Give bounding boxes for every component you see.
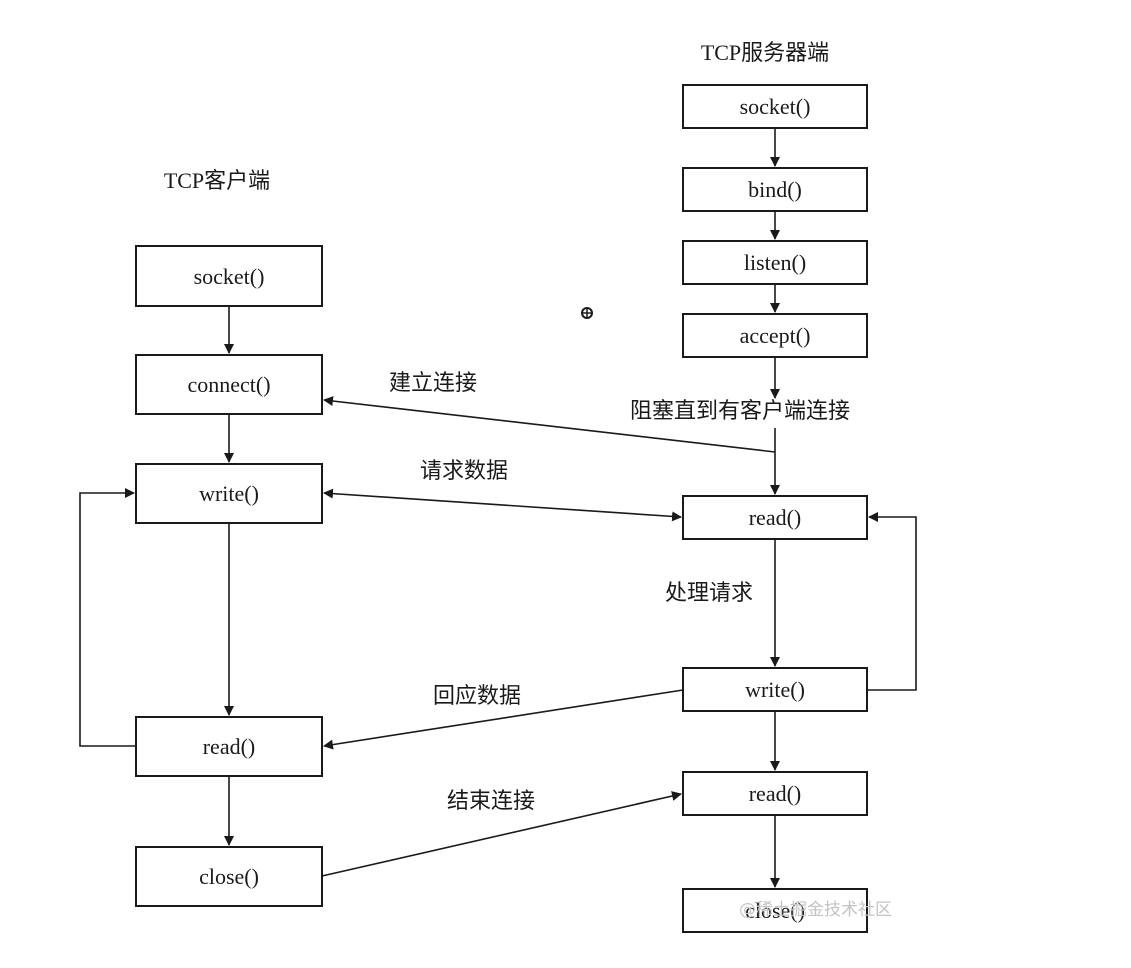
client-connect-box: connect() <box>135 354 323 415</box>
server-read2-label: read() <box>749 781 802 806</box>
client-loop-arrow <box>79 488 136 747</box>
establish-connection-label: 建立连接 <box>389 371 477 396</box>
client-connect-label: connect() <box>187 372 270 397</box>
server-close-box: close() <box>682 888 868 933</box>
client-read-label: read() <box>203 734 256 759</box>
server-loop-arrow <box>867 512 917 691</box>
client-close-label: close() <box>199 864 259 889</box>
reply-data-arrow <box>323 689 684 750</box>
end-connection-label: 结束连接 <box>447 789 535 814</box>
watermark: @稀土掘金技术社区 <box>739 900 892 920</box>
client-write-label: write() <box>199 481 259 506</box>
process-request-label: 处理请求 <box>665 581 753 606</box>
client-close-box: close() <box>135 846 323 907</box>
request-data-label: 请求数据 <box>420 459 508 484</box>
server-read2-box: read() <box>682 771 868 816</box>
client-title: TCP客户端 <box>164 168 270 193</box>
server-listen-box: listen() <box>682 240 868 285</box>
client-write-box: write() <box>135 463 323 524</box>
server-title: TCP服务器端 <box>701 40 829 65</box>
server-accept-box: accept() <box>682 313 868 358</box>
establish-connection-arrow <box>323 396 776 453</box>
server-close-label: close() <box>745 898 805 923</box>
client-socket-label: socket() <box>194 264 265 289</box>
server-socket-label: socket() <box>740 94 811 119</box>
request-data-arrow <box>323 488 682 522</box>
client-read-box: read() <box>135 716 323 777</box>
server-bind-box: bind() <box>682 167 868 212</box>
server-bind-label: bind() <box>748 177 802 202</box>
server-write-box: write() <box>682 667 868 712</box>
block-until-connect-label: 阻塞直到有客户端连接 <box>630 399 850 424</box>
server-write-label: write() <box>745 677 805 702</box>
server-read-label: read() <box>749 505 802 530</box>
server-read-box: read() <box>682 495 868 540</box>
server-accept-label: accept() <box>740 323 811 348</box>
end-connection-arrow <box>321 791 682 877</box>
server-listen-label: listen() <box>744 250 806 275</box>
reply-data-label: 回应数据 <box>433 684 521 709</box>
client-socket-box: socket() <box>135 245 323 307</box>
cursor-icon <box>581 307 593 319</box>
server-socket-box: socket() <box>682 84 868 129</box>
